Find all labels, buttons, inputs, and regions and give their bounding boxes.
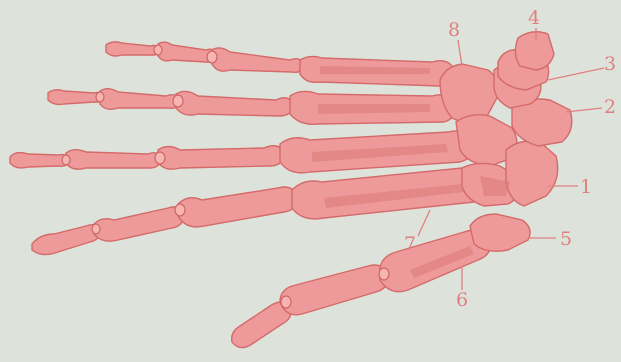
thumb [232, 214, 530, 348]
middle-phalanx-middle [66, 150, 162, 170]
distal-phalanx-little [106, 42, 160, 56]
leader-3 [548, 68, 604, 80]
proximal-phalanx-thumb [280, 265, 388, 315]
joint-highlights [62, 45, 389, 308]
distal-phalanx-index [32, 225, 100, 255]
leader-7 [418, 210, 430, 236]
label-1: 1 [580, 176, 592, 198]
label-8: 8 [448, 19, 460, 41]
distal-phalanx-thumb [232, 302, 291, 348]
proximal-phalanx-ring [176, 91, 294, 116]
label-4: 4 [528, 7, 540, 29]
scaphoid [506, 141, 558, 206]
middle-phalanx-ring [100, 89, 180, 110]
ulnar-styloid [515, 32, 554, 70]
label-3: 3 [604, 53, 616, 75]
label-5: 5 [560, 228, 572, 250]
distal-phalanx-middle [10, 153, 70, 168]
label-6: 6 [456, 289, 468, 311]
proximal-phalanx-index [178, 187, 298, 227]
label-2: 2 [604, 96, 616, 118]
hamate [440, 64, 498, 122]
finger-index [32, 167, 490, 254]
middle-phalanx-index [94, 207, 184, 241]
label-7: 7 [404, 233, 416, 255]
leader-8 [458, 40, 462, 66]
proximal-phalanx-middle [158, 146, 284, 169]
proximal-phalanx-little [212, 48, 304, 72]
trapezium [470, 214, 530, 251]
leader-2 [566, 108, 602, 112]
